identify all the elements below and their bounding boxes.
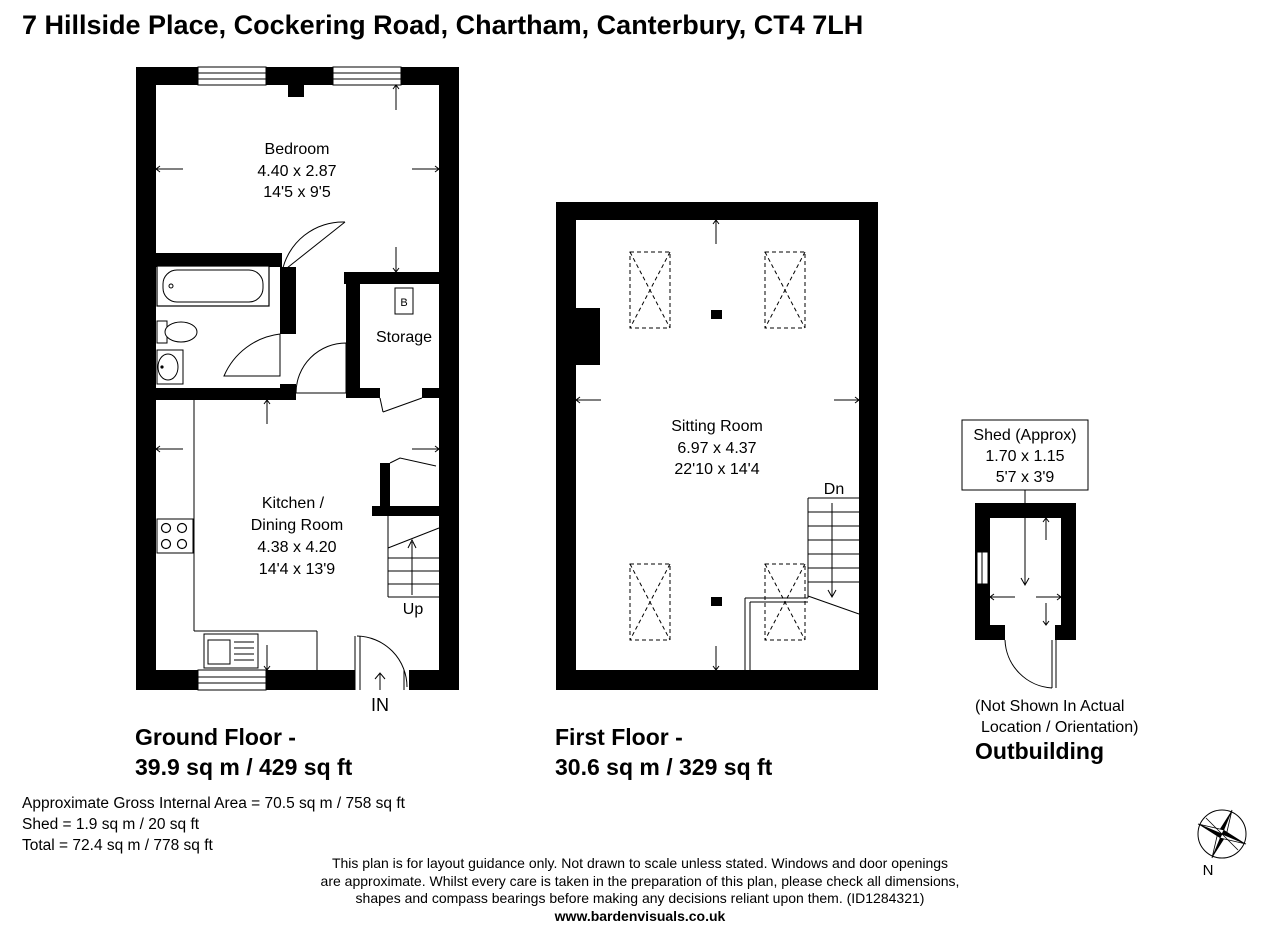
kitchen-name-line1: Kitchen /: [262, 495, 325, 512]
ff-dimension-arrows: [575, 219, 860, 671]
gf-staircase: [387, 516, 440, 598]
skylight-sw: [629, 563, 671, 641]
bedroom-name: Bedroom: [265, 141, 330, 158]
compass-north-label: N: [1203, 862, 1214, 879]
skylight-nw: [629, 251, 671, 329]
skylight-ne: [764, 251, 806, 329]
sitting-room-imperial: 22'10 x 14'4: [674, 461, 759, 478]
boiler-icon: [394, 287, 414, 315]
ground-floor-label-line1: Ground Floor -: [135, 724, 296, 750]
gf-north-window-2: [332, 66, 402, 86]
ground-floor-label: Ground Floor - 39.9 sq m / 429 sq ft: [135, 722, 352, 782]
storage-south-wall-east: [422, 388, 439, 398]
page-title: 7 Hillside Place, Cockering Road, Charth…: [22, 10, 864, 40]
storage-door: [379, 397, 384, 413]
storage-south-wall-west: [346, 388, 380, 398]
shed-name: Shed (Approx): [973, 427, 1076, 444]
ground-floor-area: 39.9 sq m / 429 sq ft: [135, 754, 353, 780]
outbuilding-note-line1: (Not Shown In Actual: [975, 698, 1124, 715]
bedroom-south-wall-east: [344, 272, 439, 284]
first-floor-label-line1: First Floor -: [555, 724, 683, 750]
shed-east-wall: [1061, 503, 1076, 640]
bathroom-south-wall: [156, 388, 296, 400]
ff-staircase: [744, 497, 860, 670]
bathroom-door: [223, 333, 281, 377]
understair-wall: [380, 463, 390, 516]
shed-dimension-arrows: [989, 517, 1062, 626]
ff-stairs-label: Dn: [824, 481, 844, 498]
kitchen-name-line2: Dining Room: [251, 517, 343, 534]
sitting-room-metric: 6.97 x 4.37: [677, 440, 756, 457]
gf-north-wall: [136, 67, 459, 85]
gf-chimney-breast: [288, 85, 304, 97]
sitting-room-name: Sitting Room: [671, 418, 763, 435]
ff-north-wall: [556, 202, 878, 220]
first-floor-plan: Sitting Room 6.97 x 4.37 22'10 x 14'4 Dn: [556, 202, 878, 690]
bedroom-door: [281, 221, 346, 273]
shed-south-wall-west: [975, 625, 1005, 640]
ff-south-wall: [556, 670, 878, 690]
toilet-icon: [156, 320, 198, 344]
gf-south-wall-east: [409, 670, 459, 690]
shed-door[interactable]: [1004, 639, 1057, 689]
gf-stairs-label: Up: [403, 601, 424, 618]
bedroom-imperial: 14'5 x 9'5: [263, 184, 331, 201]
shed-south-wall-east: [1055, 625, 1076, 640]
understair-south-wall: [372, 506, 439, 516]
shed-area: Shed = 1.9 sq m / 20 sq ft: [22, 816, 200, 833]
bedroom-metric: 4.40 x 2.87: [257, 163, 336, 180]
ff-west-wall: [556, 202, 576, 690]
gf-west-wall: [136, 67, 156, 690]
area-summary: Approximate Gross Internal Area = 70.5 s…: [22, 793, 405, 856]
shed-metric: 1.70 x 1.15: [985, 448, 1064, 465]
entrance-label: IN: [371, 695, 389, 715]
hob-icon: [156, 518, 194, 554]
compass-icon: [1197, 809, 1247, 859]
shed-north-wall: [975, 503, 1076, 518]
outbuilding-note-line2: Location / Orientation): [981, 719, 1138, 736]
gf-east-wall: [439, 67, 459, 690]
sink-icon: [203, 633, 259, 669]
basin-icon: [156, 349, 184, 385]
disclaimer: This plan is for layout guidance only. N…: [0, 855, 1280, 925]
bath-icon: [156, 265, 270, 307]
outbuilding-label: Outbuilding: [975, 738, 1105, 764]
shed-imperial: 5'7 x 3'9: [996, 469, 1055, 486]
total-area: Total = 72.4 sq m / 778 sq ft: [22, 837, 213, 854]
kitchen-metric: 4.38 x 4.20: [257, 539, 336, 556]
ground-floor-plan: Bedroom 4.40 x 2.87 14'5 x 9'5 B Storage…: [136, 66, 459, 715]
storage-west-wall: [346, 272, 360, 398]
entrance-arrow-icon: [374, 672, 386, 690]
disclaimer-line2: are approximate. Whilst every care is ta…: [320, 872, 960, 889]
ff-chimney-breast: [576, 308, 600, 365]
boiler-label: B: [400, 297, 407, 309]
kitchen-worktop: [193, 398, 318, 670]
gf-north-window-1: [197, 66, 267, 86]
ff-east-wall: [859, 202, 878, 690]
gf-dimension-arrows: [155, 84, 440, 671]
bedroom-south-wall-west: [156, 253, 282, 267]
disclaimer-line1: This plan is for layout guidance only. N…: [331, 855, 949, 871]
hall-door: [295, 342, 347, 394]
outbuilding-plan: Shed (Approx) 1.70 x 1.15 5'7 x 3'9 (Not…: [961, 419, 1138, 736]
front-door[interactable]: [354, 635, 408, 690]
first-floor-area: 30.6 sq m / 329 sq ft: [555, 754, 773, 780]
shed-window: [976, 551, 989, 585]
gross-internal-area: Approximate Gross Internal Area = 70.5 s…: [22, 795, 405, 812]
website-link[interactable]: www.bardenvisuals.co.uk: [554, 907, 726, 924]
ff-beam-post-south: [711, 597, 722, 606]
gf-south-window: [197, 669, 267, 691]
understair-door: [389, 457, 437, 467]
kitchen-imperial: 14'4 x 13'9: [259, 561, 335, 578]
first-floor-label: First Floor - 30.6 sq m / 329 sq ft: [555, 722, 772, 782]
disclaimer-line3: shapes and compass bearings before makin…: [355, 890, 925, 906]
storage-name: Storage: [376, 329, 432, 346]
ff-beam-post-north: [711, 310, 722, 319]
bathroom-east-wall: [280, 267, 296, 334]
